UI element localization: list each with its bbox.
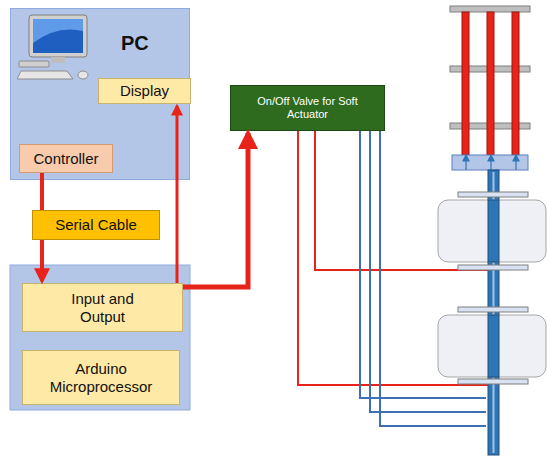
- panel-heading: PC: [121, 31, 149, 55]
- arduino-housing: [10, 265, 190, 410]
- flow-arrows: [463, 155, 519, 170]
- monitor-icon: [17, 13, 97, 83]
- connector-plate: [452, 155, 528, 170]
- signal-arrow: [183, 133, 248, 287]
- node-label: Controller: [33, 150, 98, 168]
- signal-arrow: [40, 240, 44, 281]
- red-chambers: [462, 12, 519, 155]
- soft-gripper: [438, 315, 546, 377]
- process-box: Arduino Microprocessor: [22, 350, 180, 405]
- valve-box: On/Off Valve for Soft Actuator: [230, 85, 385, 131]
- blue-stem: [488, 200, 499, 262]
- blue-stem: [488, 315, 499, 377]
- process-box: Display: [98, 78, 191, 104]
- node-label: Input and Output: [58, 290, 148, 326]
- node-label: Serial Cable: [55, 216, 137, 234]
- soft-gripper: [438, 200, 546, 262]
- pc-panel: DisplayController PC: [10, 8, 190, 180]
- signal-arrow: [176, 106, 179, 283]
- process-box: Input and Output: [22, 283, 183, 332]
- signal-arrow: [40, 173, 44, 210]
- node-label: On/Off Valve for Soft Actuator: [243, 95, 373, 121]
- process-box: Serial Cable: [32, 210, 160, 240]
- node-label: Arduino Microprocessor: [31, 360, 171, 396]
- node-label: Display: [120, 82, 169, 100]
- process-box: Controller: [19, 144, 113, 173]
